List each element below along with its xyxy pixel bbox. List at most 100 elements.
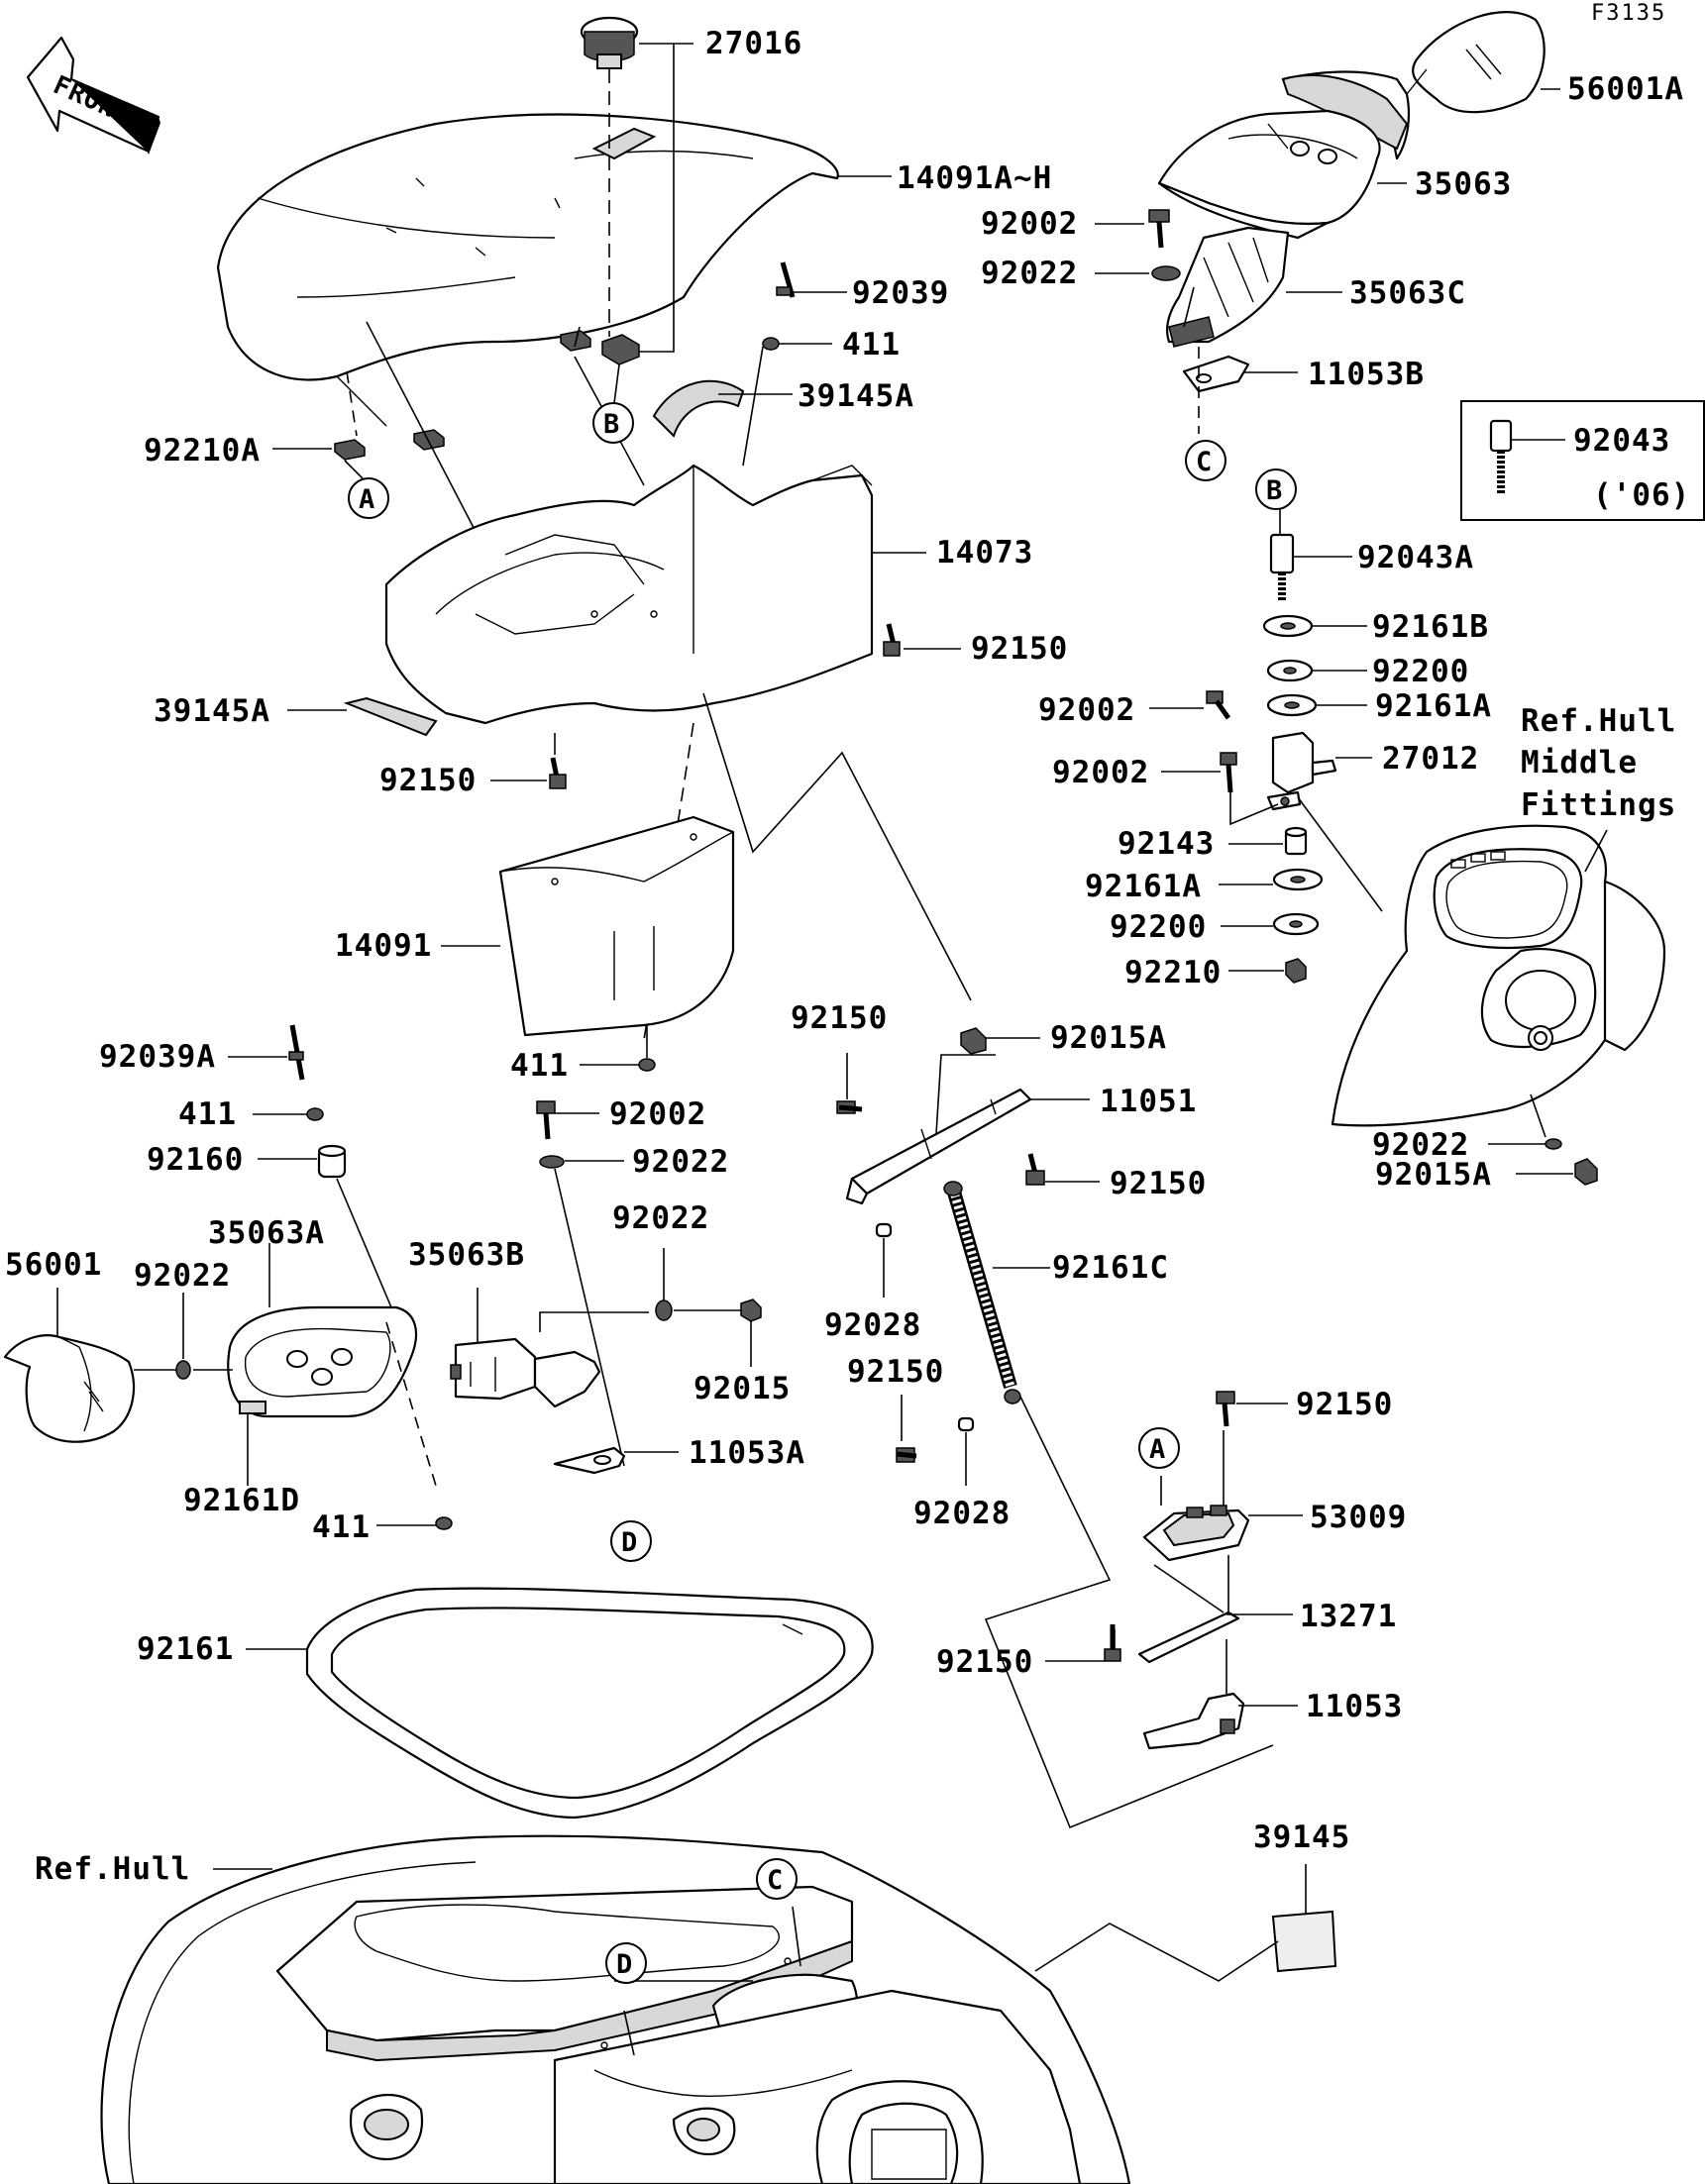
bolt-92150-f — [1216, 1391, 1235, 1427]
latch-53009 — [1142, 1505, 1250, 1562]
collar-92028-lower — [957, 1416, 975, 1432]
callout-d-hull: D — [605, 1942, 647, 1984]
nut-92015 — [740, 1299, 762, 1322]
part-label-92161: 39145 — [1253, 1820, 1350, 1855]
washer-92022-left — [175, 1360, 191, 1380]
svg-text:A: A — [1149, 1434, 1165, 1465]
storage-cover-14091 — [498, 815, 735, 1037]
part-label-27012: 27012 — [1382, 741, 1479, 777]
svg-text:A: A — [359, 484, 374, 515]
gas-strut-92161c — [943, 1181, 1021, 1404]
bolt-92039 — [776, 261, 796, 298]
part-label-92210: 92210 — [1124, 955, 1222, 990]
bracket-35063c — [1165, 226, 1290, 348]
mirror-56001 — [3, 1334, 136, 1443]
part-label-92022-right: 92022 — [612, 1200, 709, 1236]
part-label-92022-left: 92022 — [134, 1258, 231, 1294]
seal-39145a-left — [343, 696, 438, 737]
figure-code: F3135 — [1591, 1, 1666, 26]
part-label-39145: 92161 — [137, 1631, 234, 1667]
part-label-92022-center: 92022 — [632, 1144, 729, 1180]
part-label-11053: 11053 — [1306, 1689, 1403, 1724]
seal-39145a-top — [652, 379, 745, 438]
seat-assembly — [216, 113, 839, 427]
part-label-92161d: 92161D — [183, 1483, 300, 1518]
part-label-92043-year: ('06) — [1593, 477, 1690, 513]
seat-cap-27016 — [580, 16, 639, 69]
part-label-35063c: 35063C — [1349, 275, 1466, 311]
ref-hull-middle-line3: Fittings — [1521, 787, 1676, 823]
collar-92028-upper — [875, 1222, 893, 1238]
part-label-53009: 53009 — [1310, 1500, 1407, 1535]
cowl-35063 — [1157, 109, 1381, 240]
washer-92022-center — [539, 1155, 565, 1169]
part-label-92150-c: 92150 — [791, 1000, 888, 1036]
part-label-411-bottom: 411 — [312, 1509, 371, 1545]
nut-411-left — [306, 1107, 324, 1121]
part-label-27016: 27016 — [705, 26, 802, 61]
mirror-base-35063a — [227, 1305, 418, 1418]
ref-hull-middle-line2: Middle — [1521, 745, 1638, 780]
part-label-92028-lower: 92028 — [913, 1496, 1011, 1531]
part-label-11051: 11051 — [1100, 1084, 1197, 1119]
seat-pan-14073 — [384, 464, 874, 725]
part-label-39145a-top: 39145A — [798, 378, 914, 414]
washer-92022-top — [1151, 265, 1181, 281]
ref-hull-label: Ref.Hull — [35, 1851, 190, 1887]
bolt-92150-b — [549, 757, 567, 789]
part-label-411-top: 411 — [842, 327, 901, 363]
nut-92210 — [1285, 958, 1307, 984]
svg-text:C: C — [1196, 447, 1212, 477]
part-label-11053a: 11053A — [689, 1435, 805, 1471]
part-label-92015a-center: 92015A — [1050, 1020, 1167, 1056]
bolt-92002-center — [536, 1100, 556, 1140]
part-label-92150-f: 92150 — [1296, 1387, 1393, 1422]
pad-92161 — [1271, 1910, 1337, 1973]
callout-c-hull: C — [756, 1858, 798, 1900]
hull-middle-fittings — [1331, 824, 1666, 1127]
bolt-92043a — [1269, 533, 1295, 602]
part-label-56001a: 56001A — [1567, 71, 1684, 107]
bolt-92002-top — [1148, 209, 1170, 249]
callout-b-seat: B — [592, 402, 634, 444]
callout-b-stack: B — [1255, 468, 1297, 510]
bolt-92039a — [288, 1024, 305, 1081]
part-label-92150-e: 92150 — [847, 1354, 944, 1390]
washer-92022-right — [655, 1300, 673, 1321]
ref-hull-middle-line1: Ref.Hull — [1521, 703, 1676, 739]
part-label-411-left: 411 — [178, 1096, 237, 1132]
seal-39145 — [305, 1587, 874, 1820]
part-label-411-center: 411 — [510, 1048, 569, 1084]
nut-92015a-center — [960, 1027, 987, 1055]
part-label-92039: 92039 — [852, 275, 949, 311]
part-label-92015a-hull: 92015A — [1375, 1157, 1492, 1193]
bracket-35063b — [450, 1337, 601, 1408]
pad-92161d — [239, 1401, 266, 1414]
part-label-92143: 92143 — [1118, 826, 1215, 862]
washer-92022-hull — [1545, 1138, 1562, 1150]
part-label-92150-d: 92150 — [1110, 1166, 1207, 1201]
plate-13271 — [1137, 1611, 1240, 1664]
bolt-92043 — [1489, 419, 1513, 495]
part-label-92043a: 92043A — [1357, 540, 1474, 575]
seat-nut-27016 — [601, 334, 640, 365]
part-label-92161a-lower: 92161A — [1085, 869, 1202, 904]
part-label-13271: 13271 — [1300, 1599, 1397, 1634]
part-label-35063a: 35063A — [208, 1215, 325, 1251]
mirror-56001a — [1281, 11, 1545, 160]
hull — [100, 1834, 1131, 2184]
plate-11053b — [1182, 355, 1250, 393]
part-label-92002-right-a: 92002 — [1038, 692, 1135, 728]
part-label-92043: 92043 — [1573, 423, 1670, 459]
bolt-92150-e — [896, 1447, 917, 1463]
bracket-11053 — [1142, 1692, 1245, 1750]
collar-92143 — [1284, 826, 1308, 856]
part-label-11053b: 11053B — [1308, 357, 1425, 392]
part-label-35063: 35063 — [1415, 166, 1512, 202]
svg-text:B: B — [1266, 475, 1282, 506]
bolt-92150-c — [836, 1100, 863, 1114]
part-label-14091a-h: 14091A~H — [897, 160, 1052, 196]
callout-a-latch: A — [1138, 1427, 1180, 1469]
bolt-92150-d — [1025, 1153, 1045, 1186]
bolt-92002-right-a — [1206, 690, 1231, 720]
